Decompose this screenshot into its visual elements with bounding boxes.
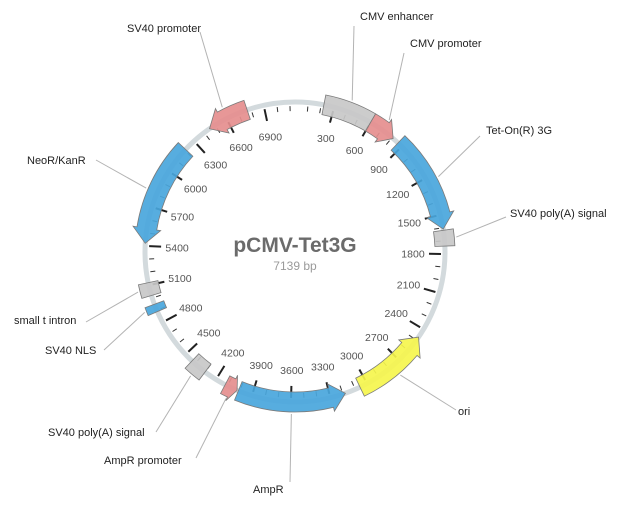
tick-label: 5100 bbox=[168, 273, 192, 285]
feature-sv40-poly-a-signal[interactable] bbox=[184, 353, 212, 381]
callout-line bbox=[388, 52, 405, 121]
tick-label: 2700 bbox=[365, 332, 389, 344]
major-tick bbox=[187, 342, 198, 353]
minor-tick bbox=[408, 334, 414, 339]
tick-label: 3300 bbox=[311, 362, 335, 374]
tick-label: 5400 bbox=[165, 242, 189, 254]
minor-tick bbox=[385, 140, 390, 145]
major-tick bbox=[217, 365, 226, 377]
minor-tick bbox=[319, 108, 322, 114]
callout-line bbox=[400, 374, 457, 411]
feature-label: NeoR/KanR bbox=[27, 155, 86, 167]
minor-tick bbox=[434, 227, 440, 230]
feature-label: SV40 poly(A) signal bbox=[48, 427, 145, 439]
minor-tick bbox=[351, 380, 355, 386]
tick-label: 2400 bbox=[384, 308, 408, 320]
feature-cmv-enhancer[interactable] bbox=[321, 94, 377, 132]
feature-label: SV40 poly(A) signal bbox=[510, 208, 607, 220]
feature-label: Tet-On(R) 3G bbox=[486, 125, 552, 137]
feature-group bbox=[132, 94, 456, 413]
feature-cmv-promoter[interactable] bbox=[364, 113, 394, 143]
callout-line bbox=[195, 398, 227, 459]
tick-label: 3600 bbox=[280, 365, 304, 377]
major-tick bbox=[165, 313, 178, 322]
minor-tick bbox=[179, 338, 185, 343]
callout-line bbox=[456, 216, 507, 238]
minor-tick bbox=[155, 294, 161, 298]
feature-sv40-promoter[interactable] bbox=[209, 99, 251, 134]
minor-tick bbox=[150, 270, 156, 273]
minor-tick bbox=[172, 328, 178, 332]
callout-line bbox=[351, 25, 355, 101]
feature-label: CMV enhancer bbox=[360, 11, 434, 23]
feature-small-t-intron[interactable] bbox=[137, 280, 162, 299]
major-tick bbox=[263, 109, 268, 122]
minor-tick bbox=[433, 278, 439, 280]
minor-tick bbox=[206, 135, 211, 141]
minor-tick bbox=[426, 301, 432, 305]
feature-label: AmpR bbox=[253, 484, 284, 496]
tick-label: 300 bbox=[317, 133, 335, 145]
minor-tick bbox=[251, 112, 255, 118]
feature-label: SV40 NLS bbox=[45, 345, 96, 357]
feature-label: SV40 promoter bbox=[127, 23, 201, 35]
callout-line bbox=[103, 312, 146, 351]
callout-line bbox=[155, 375, 192, 433]
major-tick bbox=[423, 287, 436, 293]
plasmid-name: pCMV-Tet3G bbox=[233, 234, 356, 257]
callout-line bbox=[438, 135, 481, 177]
tick-label: 4800 bbox=[179, 302, 203, 314]
feature-label: small t intron bbox=[14, 315, 76, 327]
tick-label: 3000 bbox=[340, 350, 364, 362]
feature-ampr[interactable] bbox=[233, 381, 346, 413]
tick-label: 6900 bbox=[259, 132, 283, 144]
tick-label: 6000 bbox=[184, 183, 208, 195]
major-tick bbox=[195, 143, 206, 154]
feature-tet-on-r-3g[interactable] bbox=[390, 135, 455, 230]
feature-sv40-nls[interactable] bbox=[144, 300, 168, 317]
minor-tick bbox=[421, 313, 427, 317]
feature-ori[interactable] bbox=[355, 336, 421, 397]
tick-label: 6300 bbox=[204, 160, 228, 172]
minor-tick bbox=[435, 265, 441, 268]
tick-label: 900 bbox=[370, 164, 388, 176]
minor-tick bbox=[276, 107, 279, 113]
callout-line bbox=[199, 31, 223, 108]
feature-sv40-poly-a-signal[interactable] bbox=[433, 228, 456, 247]
feature-label: CMV promoter bbox=[410, 38, 482, 50]
major-tick bbox=[409, 320, 421, 329]
minor-tick bbox=[339, 385, 343, 391]
tick-label: 6600 bbox=[229, 142, 253, 154]
tick-label: 4500 bbox=[197, 328, 221, 340]
tick-label: 600 bbox=[346, 145, 364, 157]
callout-line bbox=[85, 291, 139, 323]
tick-label: 3900 bbox=[249, 360, 273, 372]
tick-label: 2100 bbox=[397, 279, 421, 291]
callout-line bbox=[289, 413, 292, 483]
plasmid-length: 7139 bp bbox=[273, 259, 317, 273]
tick-label: 5700 bbox=[171, 212, 195, 224]
tick-label: 4200 bbox=[221, 347, 245, 359]
callout-line bbox=[95, 159, 147, 189]
feature-label: ori bbox=[458, 406, 470, 418]
feature-neor-kanr[interactable] bbox=[132, 142, 194, 244]
feature-label: AmpR promoter bbox=[104, 455, 182, 467]
tick-label: 1200 bbox=[386, 189, 410, 201]
tick-label: 1800 bbox=[401, 249, 425, 261]
tick-label: 1500 bbox=[398, 218, 422, 230]
feature-ampr-promoter[interactable] bbox=[219, 375, 238, 401]
